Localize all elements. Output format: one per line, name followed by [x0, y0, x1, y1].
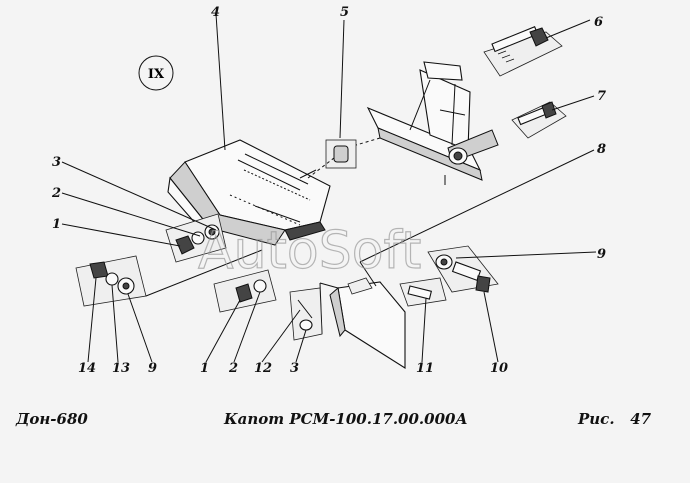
callout-12: 12: [254, 361, 272, 376]
callout-labels: 4 5 6 7 8 9 3 2 1 14 13 9 1 2 12 3 11 10: [51, 5, 606, 376]
washer-and-bolt-10: [427, 245, 499, 293]
callout-5: 5: [340, 5, 349, 20]
bolt-7: [511, 101, 567, 139]
nut-washer-group-mid: [213, 269, 277, 313]
spacer-bushing: [307, 139, 357, 179]
footer-figure-number: Рис. 47: [578, 410, 651, 428]
callout-6: 6: [594, 15, 603, 30]
nut-washer-group-left: [165, 213, 227, 263]
footer-model: Дон-680: [16, 410, 88, 428]
footer-assembly-title: Капот РСМ-100.17.00.000А: [224, 410, 468, 428]
figure-prefix: Рис.: [578, 410, 615, 428]
callout-14: 14: [78, 361, 96, 376]
watermark: AutoSoft: [198, 221, 421, 281]
pin-11: [399, 277, 447, 307]
callout-2-bottom: 2: [228, 361, 238, 376]
callout-10: 10: [490, 361, 508, 376]
bolt-long-6: [483, 26, 563, 77]
frame-bracket: [345, 61, 499, 185]
callout-9-bottom: 9: [148, 361, 157, 376]
callout-1-left: 1: [52, 217, 61, 232]
nut-washer-group-far-left: [75, 249, 263, 307]
callout-1-bottom: 1: [200, 361, 209, 376]
callout-13: 13: [112, 361, 130, 376]
figure-number: 47: [630, 410, 652, 428]
section-marker: IX: [138, 55, 174, 91]
callout-2-left: 2: [51, 186, 61, 201]
leader-lines: [61, 13, 597, 363]
callout-3-bottom: 3: [290, 361, 299, 376]
deflector-plate: [319, 281, 406, 369]
callout-9-right: 9: [597, 247, 606, 262]
callout-3-left: 3: [52, 155, 61, 170]
callout-8: 8: [597, 142, 606, 157]
link-rod: [347, 261, 377, 295]
cotter-pin-and-washer: [289, 287, 323, 341]
section-marker-label: IX: [148, 67, 165, 82]
callout-7: 7: [597, 89, 606, 104]
callout-11: 11: [416, 361, 434, 376]
callout-4: 4: [211, 5, 220, 20]
